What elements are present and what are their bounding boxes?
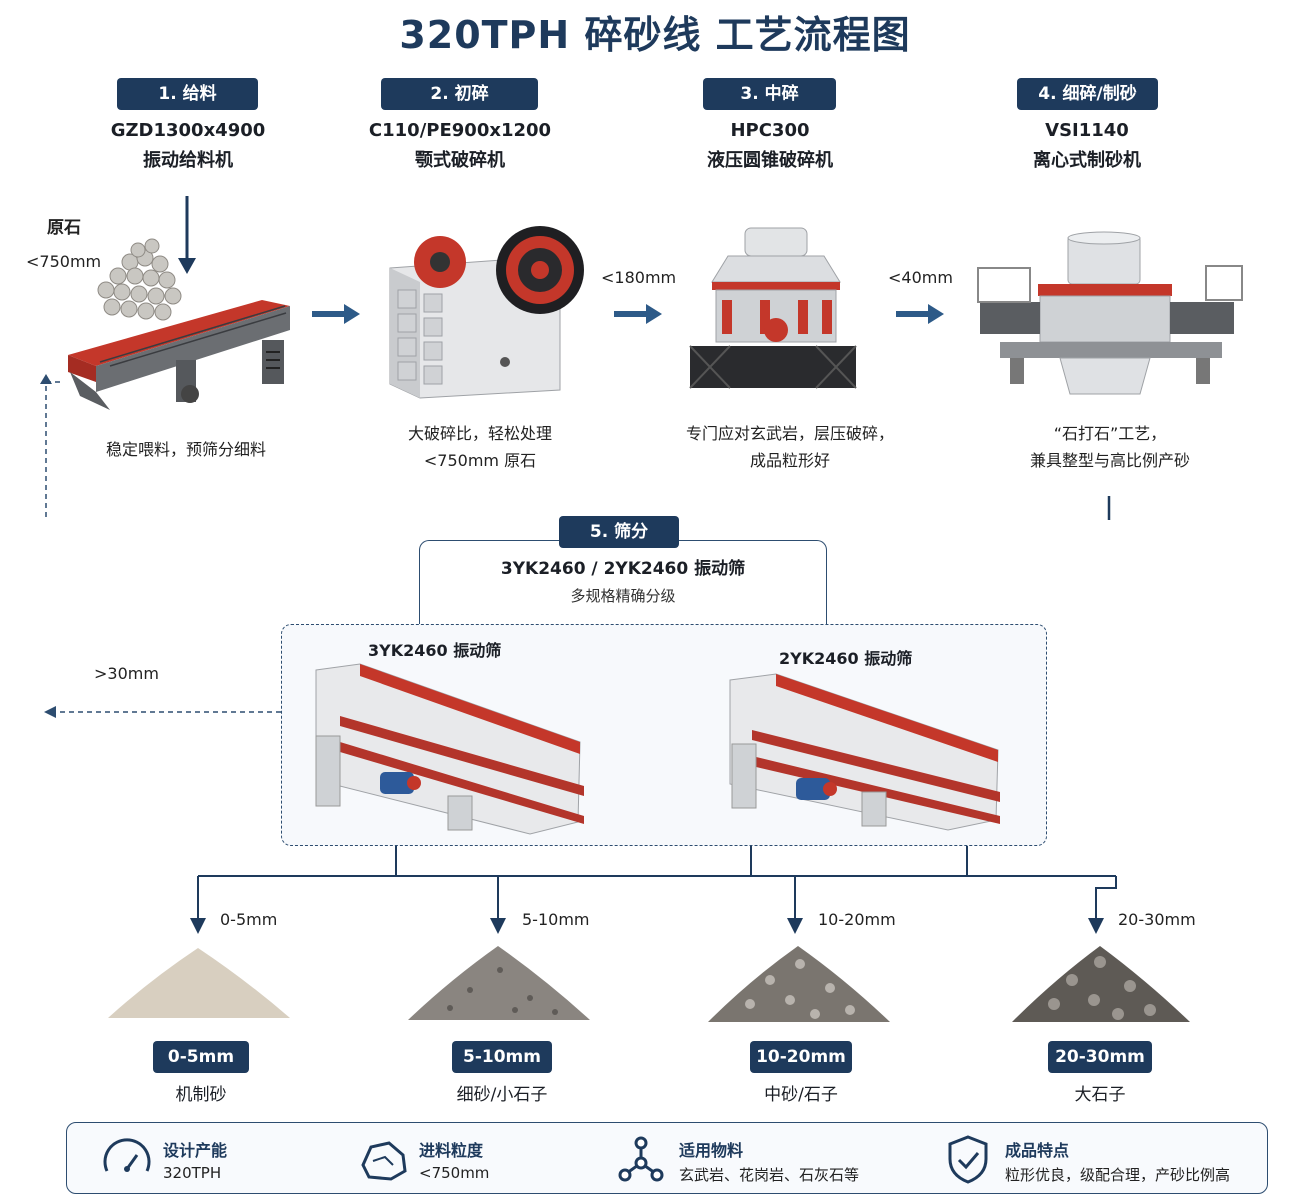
output-distribution-lines (197, 846, 1117, 922)
screen-1-label: 3YK2460 振动筛 (368, 641, 502, 660)
step-2-badge: 2. 初碎 (381, 78, 538, 110)
step-4-model: VSI1140 (1045, 120, 1129, 141)
footer-feed-size-value: <750mm (419, 1164, 490, 1182)
step-3-desc: 专门应对玄武岩，层压破碎， 成品粒形好 (650, 420, 930, 474)
gauge-icon (103, 1138, 151, 1172)
product-2-badge: 5-10mm (452, 1041, 552, 1073)
step-1-desc-line-1: 稳定喂料，预筛分细料 (105, 440, 266, 459)
footer-item-capacity: 设计产能 320TPH (97, 1123, 357, 1195)
product-pile-coarse-gravel (1012, 946, 1190, 1022)
step-4-desc-line-2: 兼具整型与高比例产砂 (1029, 451, 1190, 470)
product-3-name: 中砂/石子 (764, 1085, 838, 1105)
product-4-badge: 20-30mm (1048, 1041, 1152, 1073)
flow-arrow-2 (614, 304, 662, 324)
vibrating-feeder-machine (68, 300, 290, 410)
product-pile-fine-gravel (408, 946, 590, 1020)
product-1-badge: 0-5mm (153, 1041, 249, 1073)
rock-icon (361, 1141, 407, 1181)
step-2-desc-line-1: 大破碎比，轻松处理 (407, 424, 552, 443)
vsi-to-screen-connector (1107, 496, 1111, 520)
product-3-badge: 10-20mm (750, 1041, 852, 1073)
step-1-model: GZD1300x4900 (110, 120, 266, 141)
step-5-badge: 5. 筛分 (559, 516, 679, 548)
step-2-model: C110/PE900x1200 (368, 120, 552, 141)
step-3-name: 液压圆锥破碎机 (707, 150, 833, 171)
vibrating-screen-2yk-machine (729, 673, 1000, 831)
step-1-desc: 稳定喂料，预筛分细料 (66, 436, 306, 463)
footer-capacity-title: 设计产能 (163, 1141, 228, 1160)
step-4-desc: “石打石”工艺， 兼具整型与高比例产砂 (990, 420, 1230, 474)
footer-capacity-value: 320TPH (163, 1164, 222, 1182)
vsi-sand-maker-machine (977, 231, 1243, 395)
jaw-crusher-machine (389, 226, 584, 399)
step-3-desc-line-1: 专门应对玄武岩，层压破碎， (685, 424, 894, 443)
shield-check-icon (948, 1135, 988, 1184)
size-after-secondary: <40mm (888, 268, 953, 287)
step-4-badge: 4. 细碎/制砂 (1017, 78, 1158, 110)
footer-features-value: 粒形优良，级配合理，产砂比例高 (1005, 1166, 1231, 1184)
step-4-model-block: VSI1140 离心式制砂机 (987, 116, 1187, 176)
raw-material-label: 原石 (47, 218, 81, 238)
size-after-primary: <180mm (601, 268, 677, 287)
raw-material-size: <750mm (26, 252, 102, 271)
page-title: 320TPH 碎砂线 工艺流程图 (399, 13, 911, 57)
step-4-desc-line-1: “石打石”工艺， (1053, 424, 1167, 443)
product-2-name: 细砂/小石子 (456, 1085, 548, 1105)
footer-item-feed-size: 进料粒度 <750mm (353, 1123, 613, 1195)
output-arrowheads (190, 918, 1104, 934)
footer-item-materials: 适用物料 玄武岩、花岗岩、石灰石等 (615, 1123, 945, 1195)
step-1-name: 振动给料机 (143, 150, 233, 171)
step-1-model-block: GZD1300x4900 振动给料机 (88, 116, 288, 176)
return-dashed-horizontal (44, 706, 281, 718)
product-4-name: 大石子 (1074, 1085, 1126, 1105)
screening-desc: 多规格精确分级 (570, 587, 676, 605)
product-2-size-label: 5-10mm (522, 910, 590, 929)
step-3-badge: 3. 中碎 (703, 78, 836, 110)
screening-model: 3YK2460 / 2YK2460 振动筛 (500, 559, 746, 579)
step-3-model-block: HPC300 液压圆锥破碎机 (660, 116, 880, 176)
step-2-desc: 大破碎比，轻松处理 <750mm 原石 (360, 420, 600, 474)
return-dashed-line (40, 374, 60, 520)
feed-down-arrow (178, 196, 196, 274)
product-pile-medium-gravel (708, 946, 890, 1022)
step-4-name: 离心式制砂机 (1033, 150, 1141, 171)
footer-features-title: 成品特点 (1005, 1141, 1070, 1160)
machines-illustration (40, 196, 1243, 520)
step-3-model: HPC300 (730, 120, 810, 141)
step-3-desc-line-2: 成品粒形好 (749, 451, 830, 470)
flow-arrow-1 (312, 304, 360, 324)
screen-2-label: 2YK2460 振动筛 (779, 649, 913, 668)
footer-item-product-features: 成品特点 粒形优良，级配合理，产砂比例高 (943, 1123, 1265, 1195)
footer-materials-title: 适用物料 (679, 1141, 744, 1160)
product-4-size-label: 20-30mm (1118, 910, 1196, 929)
product-1-size-label: 0-5mm (220, 910, 278, 929)
return-size-label: >30mm (94, 664, 159, 683)
footer-specs: 设计产能 320TPH 进料粒度 <750mm 适用物料 玄武岩、花岗岩、石灰石… (66, 1122, 1268, 1194)
molecule-icon (618, 1136, 664, 1182)
step-2-desc-line-2: <750mm 原石 (423, 451, 537, 470)
screens-illustration (44, 663, 1117, 934)
step-1-badge: 1. 给料 (117, 78, 258, 110)
flow-arrow-3 (896, 304, 944, 324)
product-piles (108, 946, 1190, 1022)
product-1-name: 机制砂 (175, 1085, 227, 1105)
raw-rock-pile-icon (97, 238, 182, 321)
product-pile-sand (108, 948, 290, 1018)
step-2-model-block: C110/PE900x1200 颚式破碎机 (350, 116, 570, 176)
footer-materials-value: 玄武岩、花岗岩、石灰石等 (679, 1166, 860, 1184)
cone-crusher-machine (689, 227, 857, 389)
product-3-size-label: 10-20mm (818, 910, 896, 929)
vibrating-screen-3yk-machine (315, 663, 584, 835)
screening-header-box (419, 540, 827, 625)
footer-feed-size-title: 进料粒度 (419, 1141, 484, 1160)
step-2-name: 颚式破碎机 (415, 150, 505, 171)
